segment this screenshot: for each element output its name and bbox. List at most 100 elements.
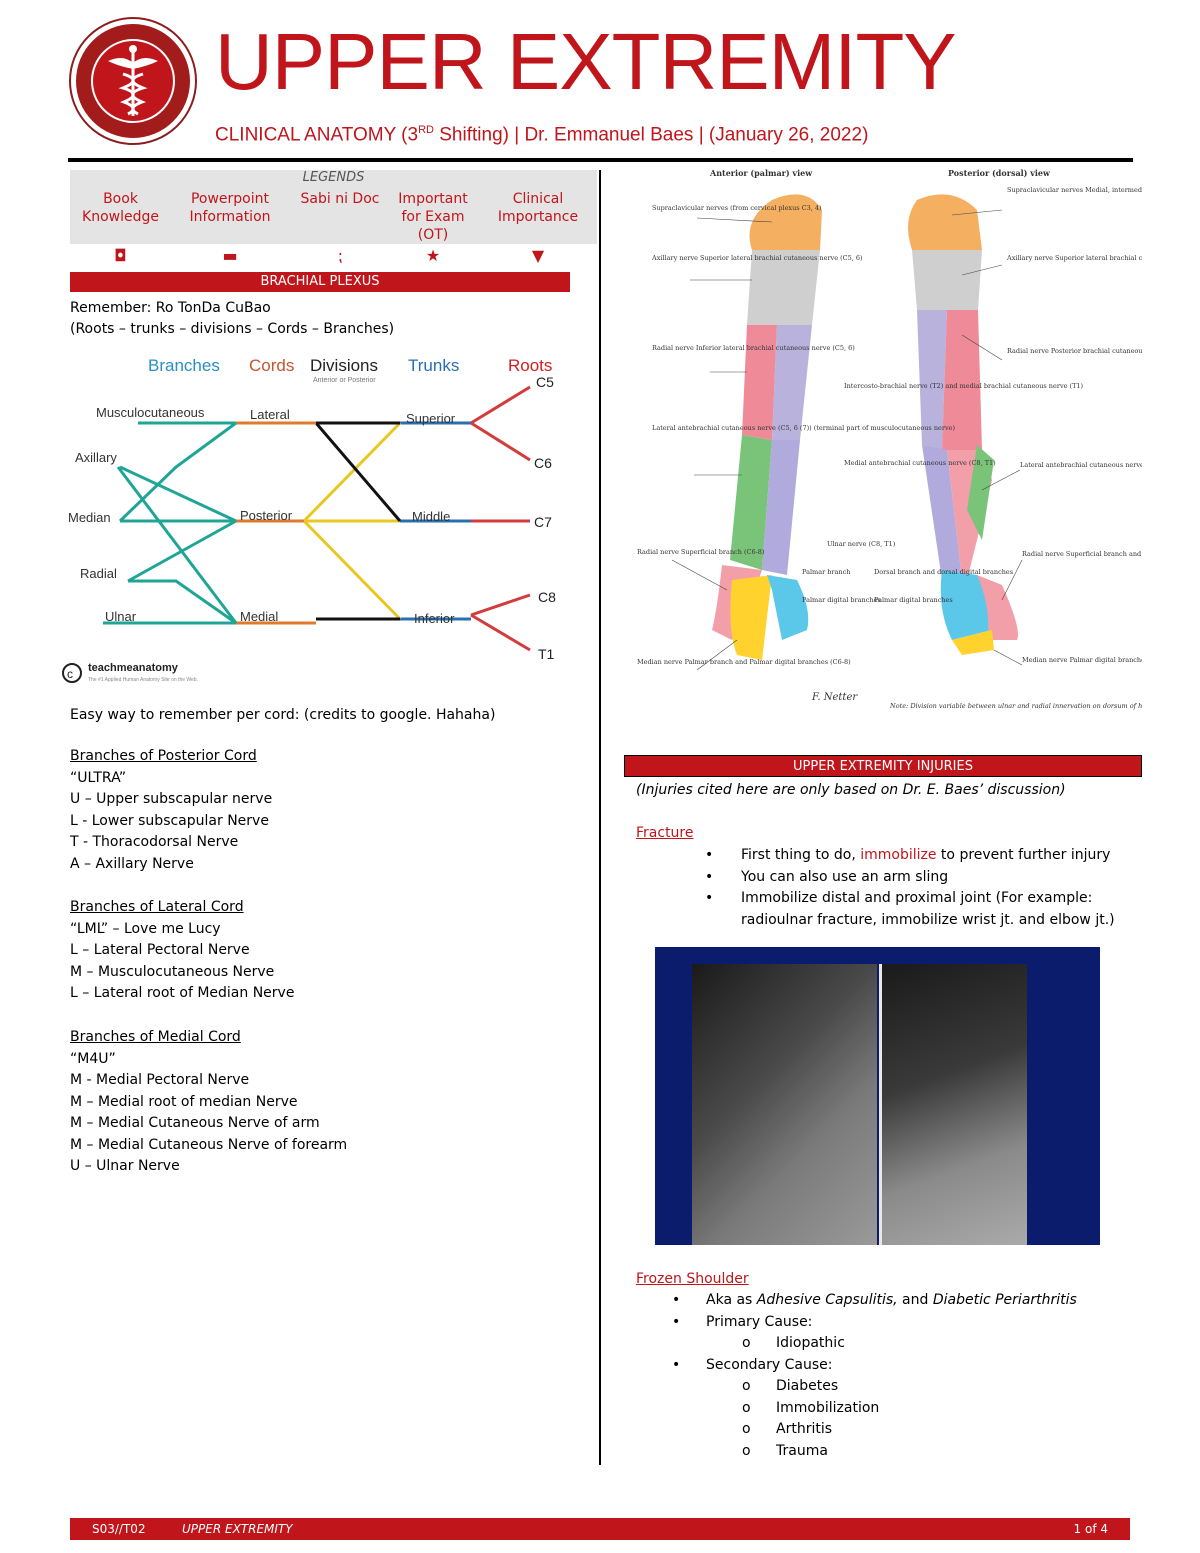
legend-important-exam: Important for Exam (OT) — [398, 191, 468, 243]
book-icon: ◘ — [114, 246, 127, 265]
posterior-cord-block: Branches of Posterior Cord “ULTRA” U – U… — [70, 746, 570, 875]
copyright-icon — [62, 663, 82, 683]
university-seal-logo — [68, 16, 198, 146]
root-c8: C8 — [538, 589, 556, 605]
lateral-line: L – Lateral Pectoral Nerve — [70, 942, 250, 958]
label-ulnar-palmar-branch: Palmar branch — [802, 568, 850, 576]
figure-note: Note: Division variable between ulnar an… — [889, 702, 1142, 710]
trunk-superior: Superior — [406, 411, 456, 426]
fracture-heading: Fracture — [636, 825, 694, 841]
label-radial-ant: Radial nerve Inferior lateral brachial c… — [652, 344, 855, 352]
list-item: •First thing to do, immobilize to preven… — [705, 847, 1111, 863]
footer-page: 1 of 4 — [1073, 1522, 1108, 1536]
posterior-line: U – Upper subscapular nerve — [70, 791, 273, 807]
label-supraclavicular-ant: Supraclavicular nerves (from cervical pl… — [652, 204, 822, 212]
header-branches: Branches — [148, 356, 220, 375]
fracture-bullets: •First thing to do, immobilize to preven… — [705, 845, 1130, 931]
root-c5: C5 — [536, 374, 554, 390]
xray-image — [655, 947, 1100, 1245]
slides-icon: ▬ — [222, 246, 238, 265]
trunk-inferior: Inferior — [414, 611, 455, 626]
footer-title: UPPER EXTREMITY — [182, 1522, 293, 1536]
section-bar-injuries: UPPER EXTREMITY INJURIES — [624, 755, 1142, 777]
header-cords: Cords — [249, 356, 294, 375]
legend-clinical-importance: Clinical Importance — [497, 191, 579, 225]
cord-medial: Medial — [240, 609, 278, 624]
list-item: •You can also use an arm sling — [705, 868, 949, 885]
branch-musculocutaneous: Musculocutaneous — [96, 405, 205, 420]
label-ulnar: Ulnar nerve (C8, T1) — [827, 540, 896, 548]
header-trunks: Trunks — [408, 356, 459, 375]
label-lateral-antebrachial-ant: Lateral antebrachial cutaneous nerve (C5… — [652, 424, 955, 432]
legend-sabi-ni-doc: Sabi ni Doc — [300, 191, 380, 207]
root-c6: C6 — [534, 455, 552, 471]
branch-median: Median — [68, 510, 111, 525]
root-t1: T1 — [538, 646, 555, 662]
page-title: UPPER EXTREMITY — [215, 17, 957, 106]
lateral-line: M – Musculocutaneous Nerve — [70, 963, 275, 980]
netter-signature: F. Netter — [811, 692, 858, 703]
speech-icon: ⁏ — [337, 246, 343, 265]
medial-line: M – Medial Cutaneous Nerve of arm — [70, 1115, 320, 1131]
cord-lateral: Lateral — [250, 407, 290, 422]
remember-line: Remember: Ro TonDa CuBao — [70, 300, 271, 316]
list-item: •Primary Cause: — [672, 1313, 813, 1330]
cord-posterior: Posterior — [240, 508, 293, 523]
list-item: •Secondary Cause: — [672, 1356, 833, 1373]
label-median-post: Median nerve Palmar digital branches — [1022, 656, 1142, 664]
svg-text:c: c — [67, 667, 73, 681]
credit-subtitle: The #1 Applied Human Anatomy Site on the… — [88, 677, 198, 683]
posterior-cord-heading: Branches of Posterior Cord — [70, 748, 257, 764]
label-medial-antebrachial: Medial antebrachial cutaneous nerve (C8,… — [844, 459, 996, 467]
header-divider — [68, 158, 1133, 162]
frozen-shoulder-list: •Aka as Adhesive Capsulitis, and Diabeti… — [672, 1290, 1132, 1462]
legends-box — [70, 170, 597, 244]
label-median-ant: Median nerve Palmar branch and Palmar di… — [637, 658, 851, 666]
posterior-line: A – Axillary Nerve — [70, 855, 194, 872]
list-item: •Aka as Adhesive Capsulitis, and Diabeti… — [672, 1292, 1077, 1308]
easy-way-line: Easy way to remember per cord: (credits … — [70, 707, 496, 723]
medial-line: M – Medial root of median Nerve — [70, 1093, 298, 1110]
frozen-shoulder-heading: Frozen Shoulder — [636, 1271, 749, 1287]
medial-line: U – Ulnar Nerve — [70, 1158, 180, 1174]
lateral-mnemonic: “LML” – Love me Lucy — [70, 920, 221, 937]
medical-icon: ▼ — [531, 246, 545, 265]
footer-code: S03//T02 — [92, 1522, 146, 1536]
label-axillary-post: Axillary nerve Superior lateral brachial… — [1006, 254, 1142, 262]
label-radial-post: Radial nerve Posterior brachial cutaneou… — [1007, 347, 1142, 355]
remember-expansion: (Roots – trunks – divisions – Cords – Br… — [70, 321, 395, 337]
column-divider — [599, 170, 601, 1465]
page-footer: S03//T02 UPPER EXTREMITY 1 of 4 — [70, 1518, 1130, 1540]
lateral-cord-block: Branches of Lateral Cord “LML” – Love me… — [70, 897, 570, 1005]
label-ulnar-palmar-digital: Palmar digital branches — [802, 596, 881, 604]
legend-powerpoint: Powerpoint Information — [189, 191, 271, 225]
posterior-mnemonic: “ULTRA” — [70, 769, 127, 786]
injuries-note: (Injuries cited here are only based on D… — [636, 782, 1066, 798]
label-axillary-ant: Axillary nerve Superior lateral brachial… — [651, 254, 863, 262]
medial-mnemonic: “M4U” — [70, 1050, 116, 1067]
medial-cord-block: Branches of Medial Cord “M4U” M - Medial… — [70, 1027, 570, 1178]
root-c7: C7 — [534, 514, 552, 530]
cutaneous-innervation-figure: Anterior (palmar) view Posterior (dorsal… — [637, 168, 1142, 710]
posterior-line: L - Lower subscapular Nerve — [70, 812, 269, 829]
view-anterior: Anterior (palmar) view — [709, 168, 813, 178]
brachial-plexus-diagram: Branches Cords Divisions Trunks Roots An… — [62, 356, 556, 683]
label-supraclavicular-post: Supraclavicular nerves Medial, intermedi… — [1007, 186, 1142, 194]
legend-book-knowledge: Book Knowledge — [82, 191, 159, 225]
header-divisions: Divisions — [310, 356, 378, 375]
branch-radial: Radial — [80, 566, 117, 581]
lateral-cord-heading: Branches of Lateral Cord — [70, 899, 244, 915]
medial-cord-heading: Branches of Medial Cord — [70, 1029, 241, 1045]
branch-axillary: Axillary — [75, 450, 117, 465]
label-radial-superficial-post: Radial nerve Superficial branch and dors… — [1022, 550, 1142, 558]
label-intercostobrachial: Intercosto-brachial nerve (T2) and media… — [844, 382, 1084, 390]
label-ulnar-palmar-digital-post: Palmar digital branches — [874, 596, 953, 604]
label-radial-superficial-ant: Radial nerve Superficial branch (C6-8) — [637, 548, 765, 556]
view-posterior: Posterior (dorsal) view — [948, 168, 1051, 178]
divisions-subtitle: Anterior or Posterior — [313, 377, 376, 384]
section-bar-brachial-plexus: BRACHIAL PLEXUS — [70, 272, 570, 292]
